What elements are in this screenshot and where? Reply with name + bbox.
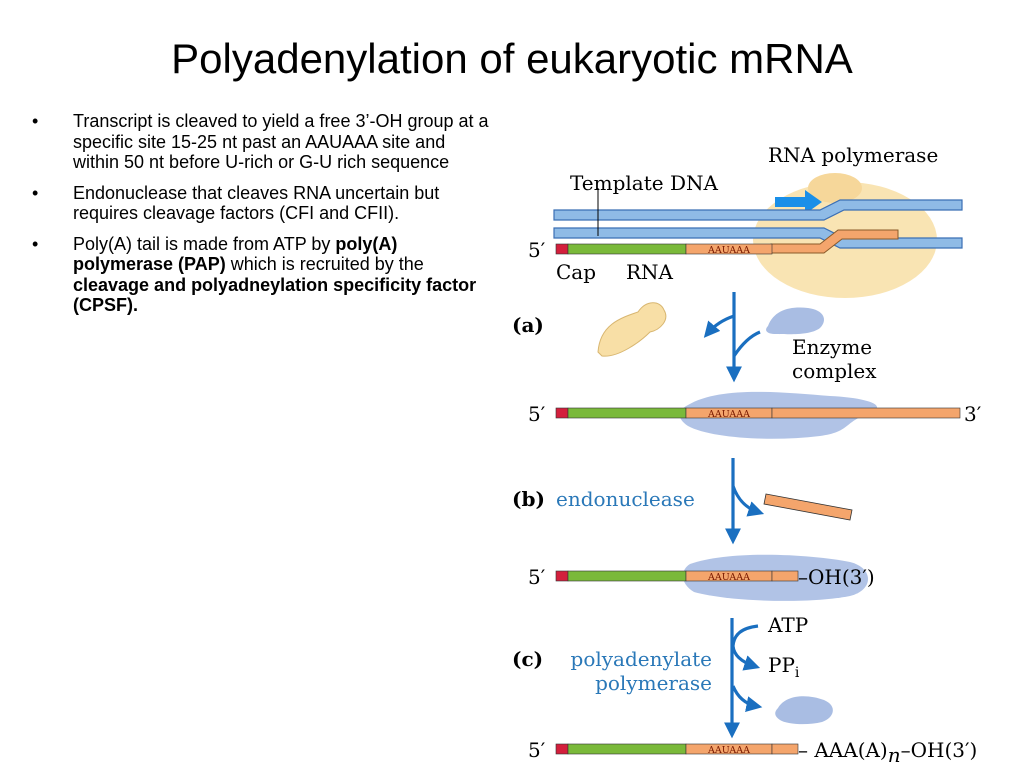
bullet-item: • Transcript is cleaved to yield a free … [30, 111, 492, 173]
cap [555, 407, 569, 419]
three-prime-label: 3′ [964, 402, 982, 426]
cleaved-end [771, 570, 799, 582]
row-c-transcript: AAUAAA 5′ – AAA(A)n–OH(3′) [528, 738, 977, 767]
rna-coding [567, 407, 687, 419]
five-prime-label: 5′ [528, 238, 546, 262]
aauaaa-label: AAUAAA [707, 245, 750, 256]
atp-label: ATP [767, 613, 808, 637]
rna-nascent-tail [770, 229, 899, 254]
five-prime-label: 5′ [528, 402, 546, 426]
enzyme-complex-icon [766, 307, 824, 335]
row-b-transcript: AAUAAA 5′ –OH(3′) [528, 554, 875, 601]
dna-template-strand [553, 227, 963, 249]
endonuclease-label: endonuclease [556, 487, 695, 511]
cap [555, 570, 569, 582]
release-arrow-c [731, 685, 763, 712]
aauaaa-label: AAUAAA [707, 409, 750, 420]
template-dna-label: Template DNA [570, 171, 718, 195]
five-prime-label: 5′ [528, 738, 546, 762]
transcription-stage: Template DNA RNA polymerase AAUAAA 5′ Ca… [528, 143, 963, 298]
aauaaa-box [685, 243, 773, 255]
step-c: (c) polyadenylate polymerase ATP PPi [512, 613, 833, 739]
pap-label-line1: polyadenylate [571, 647, 712, 671]
bullet-text-part: which is recruited by the [225, 254, 424, 274]
step-a: (a) Enzyme complex [512, 292, 877, 383]
cap [555, 743, 569, 755]
bullet-marker: • [32, 233, 39, 254]
step-c-label: (c) [512, 647, 543, 671]
bullet-text: Endonuclease that cleaves RNA uncertain … [73, 182, 440, 224]
bullet-text-part: Poly(A) tail is made from ATP by [73, 233, 336, 254]
bullet-list: • Transcript is cleaved to yield a free … [30, 111, 492, 326]
bullet-marker: • [32, 182, 39, 203]
polyadenylation-diagram: Template DNA RNA polymerase AAUAAA 5′ Ca… [512, 143, 982, 767]
cleaved-end [771, 743, 799, 755]
rna-coding [567, 243, 687, 255]
downstream-rna [771, 407, 961, 419]
rna-coding [567, 570, 687, 582]
cleaved-downstream-fragment [763, 493, 853, 521]
row-a-transcript: AAUAAA 5′ 3′ [528, 391, 982, 439]
rna-polymerase-label: RNA polymerase [768, 143, 938, 167]
bullet-bold-pap: poly(A) polymerase (PAP) [73, 233, 398, 275]
bind-arrow-a [732, 330, 761, 357]
step-b-label: (b) [512, 487, 545, 511]
five-prime-label: 5′ [528, 565, 546, 589]
bullet-text: Transcript is cleaved to yield a free 3’… [73, 111, 489, 172]
rna-label: RNA [626, 260, 674, 284]
pap-label-line2: polymerase [595, 671, 712, 695]
rna-polymerase-head [808, 173, 862, 203]
aauaaa-label: AAUAAA [707, 572, 750, 583]
bullet-bold-cpsf: cleavage and polyadneylation specificity… [73, 274, 477, 316]
oh-end-label: –OH(3′) [798, 565, 875, 589]
dna-top-strand [553, 199, 963, 221]
transcription-direction-arrow [775, 190, 822, 214]
enzyme-label-line1: Enzyme [792, 335, 872, 359]
release-arrow-a [703, 314, 735, 338]
separated-polymerase-icon [597, 302, 667, 357]
cap [555, 243, 569, 255]
step-a-label: (a) [512, 313, 544, 337]
poly-a-tail-label: – AAA(A)n–OH(3′) [798, 738, 977, 767]
ppi-label: PPi [768, 653, 800, 681]
cap-label: Cap [556, 260, 596, 284]
step-b: (b) endonuclease [512, 458, 853, 545]
slide-title: Polyadenylation of eukaryotic mRNA [171, 35, 853, 82]
released-enzyme-complex [775, 696, 833, 725]
release-arrow-b [731, 485, 765, 517]
bullet-item: • Poly(A) tail is made from ATP by poly(… [30, 234, 492, 316]
bullet-item: • Endonuclease that cleaves RNA uncertai… [30, 183, 492, 224]
aauaaa-label: AAUAAA [707, 745, 750, 756]
rna-coding [567, 743, 687, 755]
atp-to-ppi-arrow [731, 624, 761, 671]
bullet-marker: • [32, 111, 39, 131]
enzyme-label-line2: complex [792, 359, 877, 383]
